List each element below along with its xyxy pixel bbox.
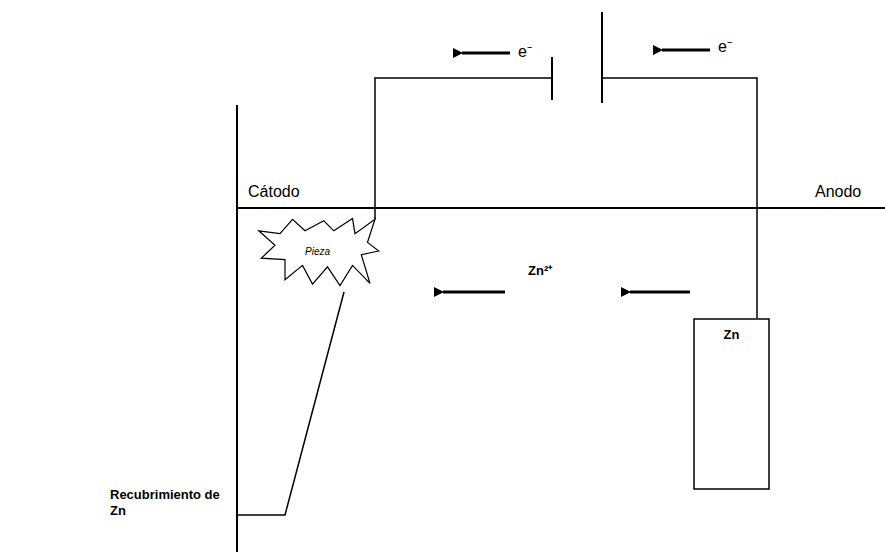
rect-outline	[694, 319, 769, 489]
node-text: Pieza	[305, 246, 330, 257]
electron-label: e⁻	[518, 40, 532, 62]
electron-arrow	[662, 49, 710, 52]
battery-plate	[601, 12, 603, 103]
cathode-label: Cátodo	[248, 183, 300, 201]
star-outline	[259, 219, 379, 286]
tank-wall	[236, 105, 238, 552]
circuit-wire	[375, 78, 757, 318]
bath-surface	[237, 207, 885, 209]
ion-arrow	[443, 291, 505, 294]
leader-line	[237, 292, 344, 515]
zinc-anode: Zn	[693, 318, 770, 490]
anode-outline	[693, 318, 770, 490]
ion-label: Zn²⁺	[528, 261, 552, 279]
electron-arrow	[462, 52, 510, 55]
coating-label: Recubrimiento de Zn	[110, 487, 222, 520]
electron-label: e⁻	[718, 35, 732, 57]
node-text: Zn	[724, 327, 740, 342]
ion-arrow	[630, 291, 690, 294]
anode-label: Anodo	[815, 183, 861, 201]
workpiece: Pieza	[255, 215, 380, 287]
